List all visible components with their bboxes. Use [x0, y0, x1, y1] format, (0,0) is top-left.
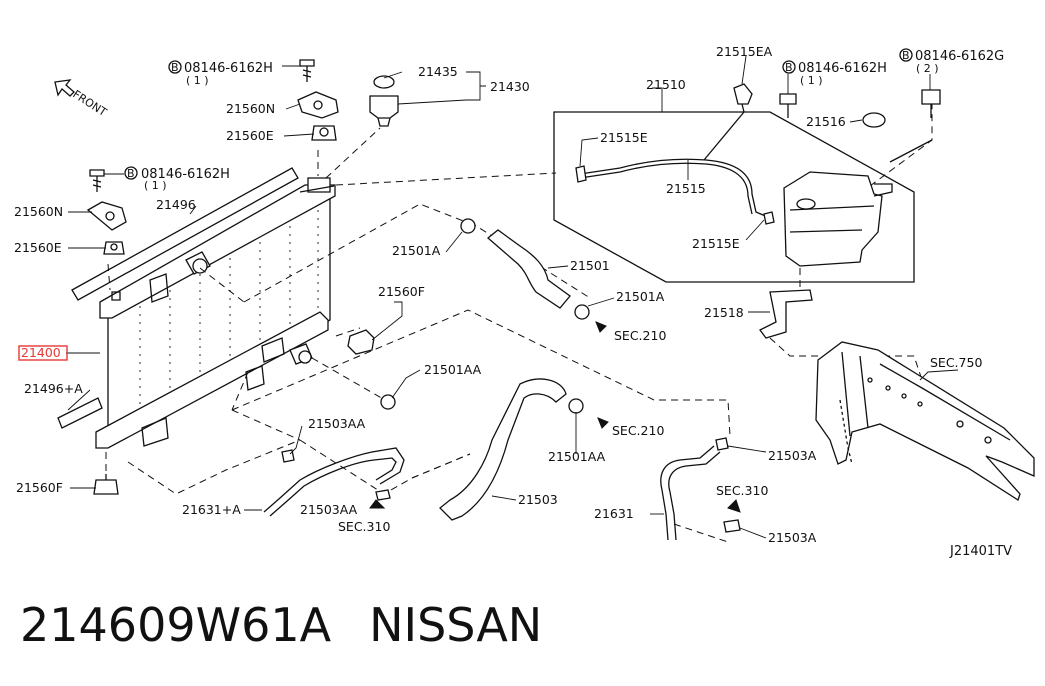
clip-21515ea — [733, 83, 753, 105]
callout-21503aa-bottom: 21503AA — [300, 502, 358, 517]
callout-21560n-left: 21560N — [14, 204, 63, 219]
reservoir-group-box — [553, 111, 915, 283]
callout-21560e-top: 21560E — [226, 128, 274, 143]
bolt-code: 08146-6162G — [915, 49, 1004, 64]
radiator — [95, 177, 336, 449]
footer-part-number: 214609W61A — [20, 598, 332, 652]
clamp-21501aa-bottom — [568, 398, 584, 414]
hose-21631a — [263, 447, 405, 517]
callout-21516: 21516 — [806, 114, 846, 129]
callout-21496a: 21496+A — [24, 381, 83, 396]
body-frame-sec750 — [815, 341, 1035, 501]
figure-code: J21401TV — [949, 544, 1012, 559]
grommet-21560f — [347, 329, 375, 355]
clip-21515e-bottom — [763, 211, 775, 225]
bolt-callouts: B 08146-6162H ( 1 ) B 08146-6162H ( 1 ) … — [104, 48, 1004, 192]
highlight-box-21400 — [18, 345, 68, 361]
callout-labels: 21400 21496 21496+A 21560N 21560E 21560F… — [14, 44, 982, 545]
callout-sec750: SEC.750 — [930, 355, 982, 370]
bolt-21516-side — [779, 93, 797, 105]
sec210-arrow-top — [595, 321, 607, 333]
callout-21503a-bottom: 21503A — [768, 530, 817, 545]
callout-sec310-bottom: SEC.310 — [338, 519, 390, 534]
callout-21503aa-top: 21503AA — [308, 416, 366, 431]
left-mounts — [86, 169, 127, 495]
top-mounts — [297, 59, 399, 141]
clip-21515e-top — [575, 165, 587, 183]
clamp-21503aa-bottom — [375, 489, 391, 501]
leader-lines — [66, 55, 959, 539]
callout-21510: 21510 — [646, 77, 686, 92]
sec210-arrow-bottom — [597, 417, 609, 429]
bolt-code: 08146-6162H — [141, 167, 230, 182]
air-guide-lower — [57, 397, 103, 429]
callout-21515: 21515 — [666, 181, 706, 196]
front-arrow: FRONT — [54, 79, 109, 120]
footer-caption: 214609W61A NISSAN — [20, 598, 580, 652]
bolt-qty: ( 2 ) — [916, 62, 939, 75]
bolt-marker: B — [171, 61, 179, 74]
callout-21430: 21430 — [490, 79, 530, 94]
callout-21501: 21501 — [570, 258, 610, 273]
clamp-21503a-top — [715, 437, 729, 451]
hose-21631 — [660, 445, 721, 541]
callout-21560n-top: 21560N — [226, 101, 275, 116]
clamp-21501a-mid — [574, 304, 590, 320]
front-label: FRONT — [70, 88, 109, 120]
callout-21435: 21435 — [418, 64, 458, 79]
callout-21400: 21400 — [21, 345, 61, 360]
bolt-marker: B — [785, 61, 793, 74]
air-guide-upper — [71, 167, 299, 301]
lower-hose-21503 — [439, 378, 567, 521]
bolt-qty: ( 1 ) — [800, 74, 823, 87]
clamp-21501a-top — [460, 218, 476, 234]
parts-diagram: FRONT — [14, 44, 1035, 559]
callout-21501aa-bottom: 21501AA — [548, 449, 606, 464]
bolt-marker: B — [902, 49, 910, 62]
reservoir-cap-21516 — [862, 112, 886, 128]
callout-21501aa-top: 21501AA — [424, 362, 482, 377]
bolt-08146-6162g — [921, 89, 941, 105]
callout-21503: 21503 — [518, 492, 558, 507]
callout-21515e-top: 21515E — [600, 130, 648, 145]
bolt-qty: ( 1 ) — [144, 179, 167, 192]
callout-sec310-right: SEC.310 — [716, 483, 768, 498]
callout-sec210-bottom: SEC.210 — [612, 423, 664, 438]
callout-21501a-mid: 21501A — [616, 289, 665, 304]
callout-21560f-left: 21560F — [16, 480, 63, 495]
bolt-code: 08146-6162H — [184, 61, 273, 76]
clamp-21503a-bottom — [723, 519, 741, 533]
bolt-marker: B — [127, 167, 135, 180]
sec310-arrow-right — [727, 499, 741, 513]
callout-21496: 21496 — [156, 197, 196, 212]
footer-brand: NISSAN — [369, 598, 543, 652]
callout-21501a-top: 21501A — [392, 243, 441, 258]
upper-hose-21501 — [486, 229, 571, 309]
callout-21518: 21518 — [704, 305, 744, 320]
callout-21503a-top: 21503A — [768, 448, 817, 463]
callout-21515e-bottom: 21515E — [692, 236, 740, 251]
sec310-arrow-bottom — [369, 499, 386, 509]
bolt-qty: ( 1 ) — [186, 74, 209, 87]
reservoir-tank — [783, 171, 893, 267]
bolt-code: 08146-6162H — [798, 61, 887, 76]
bracket-21518 — [759, 289, 813, 339]
callout-21560f-mid: 21560F — [378, 284, 425, 299]
callout-21515ea: 21515EA — [716, 44, 773, 59]
clamp-21501aa-top — [380, 394, 396, 410]
callout-21631: 21631 — [594, 506, 634, 521]
callout-21560e-left: 21560E — [14, 240, 62, 255]
callout-21631a: 21631+A — [182, 502, 241, 517]
callout-sec210-top: SEC.210 — [614, 328, 666, 343]
hose-21515 — [579, 158, 771, 219]
